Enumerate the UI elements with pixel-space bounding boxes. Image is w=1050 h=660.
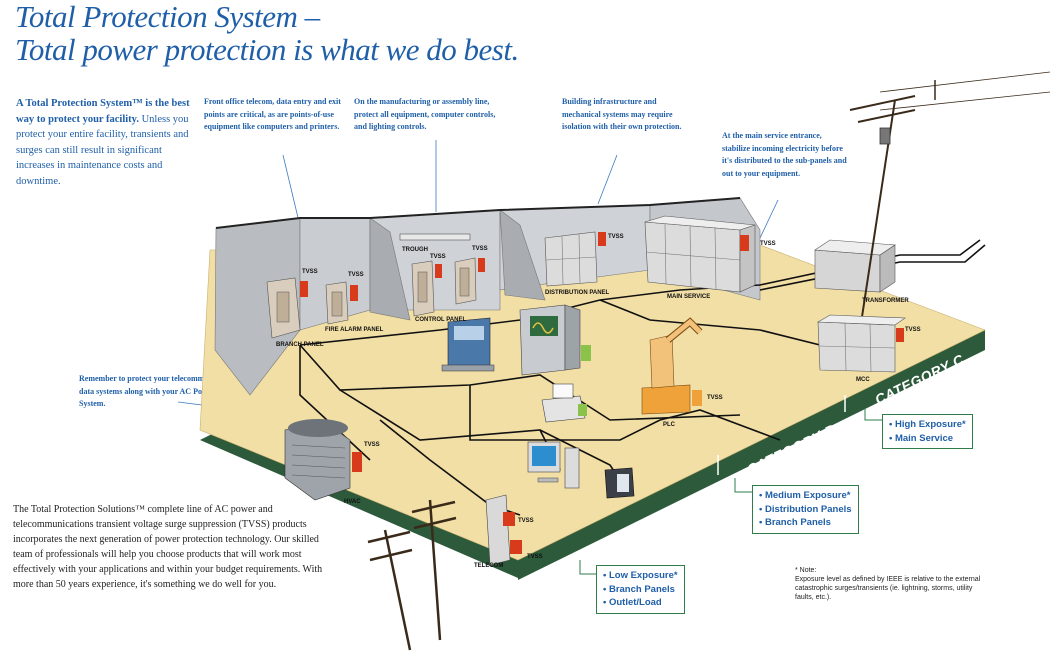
mcc [816,314,906,373]
callout-manufacturing: On the manufacturing or assembly line, p… [354,97,496,131]
tvss-label-8: TVSS [707,395,723,401]
distribution-panel [544,231,606,287]
plc-label: PLC [663,422,676,428]
category-c-item-1: • High Exposure* [889,419,966,430]
category-c-box: • High Exposure* • Main Service [882,414,973,449]
callout-telecom: Remember to protect your telecommunicati… [79,374,259,408]
tvss-label-1: TVSS [302,269,318,275]
title-line-2: Total power protection is what we do bes… [15,32,519,67]
branch-panel-label: BRANCH PANEL [276,342,324,348]
category-b-item-2: • Distribution Panels [759,503,852,515]
utility-pole-right [849,71,1050,331]
note-body: Exposure level as defined by IEEE is rel… [795,576,981,601]
floor-front-edge [518,330,985,580]
intro-rest: Unless you protect your entire facility,… [16,113,189,187]
main-service-label: MAIN SERVICE [667,294,710,300]
control-panel-label: CONTROL PANEL [415,317,466,323]
category-b-item-3: • Branch Panels [759,517,831,528]
telecom-label: TELECOM [474,563,503,569]
title-line-1: Total Protection System – [15,0,320,34]
transformer-label: TRANSFORMER [862,298,909,304]
plc-robot [641,317,703,415]
server-cabinet [519,304,591,376]
main-service [644,215,756,293]
callout-front-office: Front office telecom, data entry and exi… [204,97,341,131]
tvss-label-6: TVSS [760,241,776,247]
fire-alarm-panel-label: FIRE ALARM PANEL [325,327,384,333]
callout-infrastructure: Building infrastructure and mechanical s… [562,97,682,131]
category-a-item-2: • Branch Panels [603,583,675,595]
tvss-label-10: TVSS [518,518,534,524]
printer [541,383,587,423]
tvss-label-3: TVSS [430,254,446,260]
telecom-unit [485,494,522,566]
tvss-label-11: TVSS [527,554,543,560]
mcc-label: MCC [856,377,870,383]
intro-bold: A Total Protection System™ is the best w… [16,98,190,125]
floor-edge [200,312,985,578]
trough-label: TROUGH [402,247,428,253]
category-b-box: • Medium Exposure* • Distribution Panels… [752,485,859,534]
utility-poles-left [367,499,457,651]
desktop-computer [527,441,580,489]
ieee-note: * Note: Exposure level as defined by IEE… [795,566,985,602]
trough [399,233,471,241]
control-panel [411,257,485,317]
callout-main-service: At the main service entrance, stabilize … [722,131,847,178]
category-b-item-1: • Medium Exposure* [759,490,851,501]
page-title: Total Protection System – Total power pr… [15,0,519,66]
hvac-unit [284,419,362,501]
description-paragraph: The Total Protection Solutions™ complete… [13,504,323,590]
telephone [604,467,635,499]
category-a-item-1: • Low Exposure* [603,570,678,581]
tvss-label-4: TVSS [472,246,488,252]
tvss-label-9: TVSS [364,442,380,448]
control-computer [441,317,495,372]
distribution-panel-label: DISTRIBUTION PANEL [545,290,610,296]
category-c-item-2: • Main Service [889,432,954,444]
note-heading: * Note: [795,567,817,574]
category-a-item-3: • Outlet/Load [603,597,662,608]
branch-panel [266,277,308,339]
transformer [814,239,896,293]
tvss-label-5: TVSS [608,234,624,240]
hvac-label: HVAC [344,499,361,505]
tvss-label-7: TVSS [905,327,921,333]
fire-alarm-panel [325,281,358,325]
intro-paragraph: A Total Protection System™ is the best w… [16,96,196,189]
category-a-box: • Low Exposure* • Branch Panels • Outlet… [596,565,685,614]
tvss-label-2: TVSS [348,272,364,278]
